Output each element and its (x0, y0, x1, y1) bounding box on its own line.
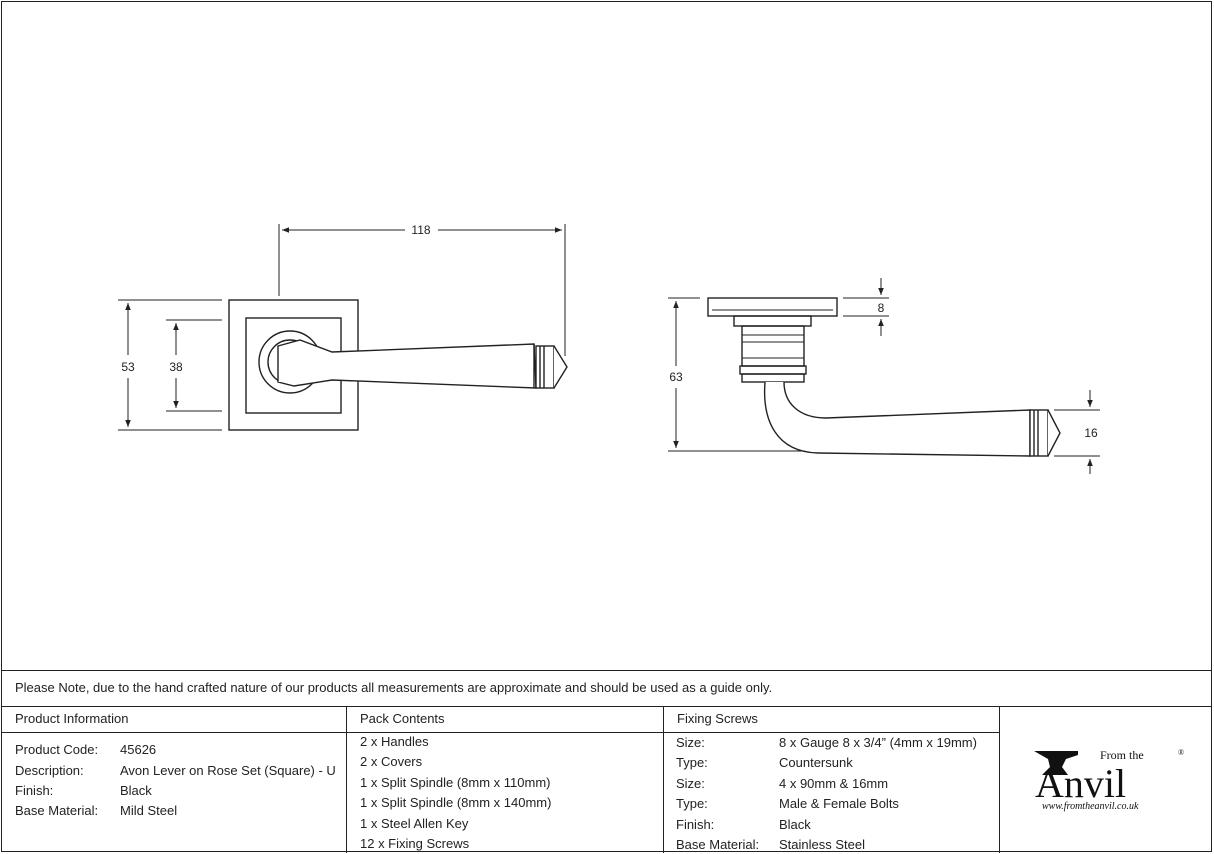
side-lever-point (1047, 409, 1061, 457)
pack-item: 2 x Covers (360, 754, 423, 769)
lever-tip-point (553, 345, 568, 389)
screw-type-value: Countersunk (779, 755, 853, 770)
pack-item: 12 x Fixing Screws (360, 836, 470, 851)
screw-material-label: Base Material: (676, 837, 760, 852)
screw-finish-label: Finish: (676, 817, 715, 832)
dim-side-height-label: 63 (669, 370, 683, 384)
side-rose-plate (707, 297, 838, 317)
side-neck-base (739, 365, 807, 375)
technical-drawing: 118 53 38 (118, 223, 1100, 474)
screw-size-label: Size: (676, 735, 705, 750)
logo-anvil-word: Anvil (1035, 761, 1126, 806)
description-label: Description: (15, 763, 84, 778)
base-material-label: Base Material: (15, 803, 99, 818)
bolt-type-label: Type: (676, 796, 708, 811)
pack-item: 2 x Handles (360, 734, 429, 749)
side-lever-collar (1029, 409, 1049, 457)
from-the-anvil-logo: From the ® Anvil www.fromtheanvil.co.uk (1034, 748, 1184, 812)
product-information-heading: Product Information (15, 711, 129, 726)
base-material-value: Mild Steel (120, 803, 178, 818)
bolt-size-label: Size: (676, 776, 705, 791)
front-dimensions (118, 224, 566, 431)
col-divider-3 (999, 706, 1000, 853)
lever-tip-collar (535, 345, 555, 389)
dim-tip-label: 16 (1084, 426, 1098, 440)
bolt-type-value: Male & Female Bolts (779, 796, 899, 811)
side-neck-foot (741, 373, 805, 383)
dim-outer-height-label: 53 (121, 360, 135, 374)
product-code-value: 45626 (120, 742, 157, 757)
anvil-icon (1034, 751, 1078, 775)
table-top-rule (1, 670, 1212, 671)
note-rule (1, 706, 1212, 707)
pack-item: 1 x Split Spindle (8mm x 110mm) (360, 775, 551, 790)
dim-width-label: 118 (411, 223, 430, 237)
side-lever-body (763, 381, 1031, 457)
logo-from-the: From the (1100, 748, 1144, 762)
measurement-note: Please Note, due to the hand crafted nat… (15, 680, 773, 695)
screw-type-label: Type: (676, 755, 708, 770)
dim-inner-height-label: 38 (169, 360, 183, 374)
description-value: Avon Lever on Rose Set (Square) - U (120, 763, 336, 778)
col-divider-2 (663, 706, 664, 853)
pack-item: 1 x Split Spindle (8mm x 140mm) (360, 795, 552, 810)
side-neck (741, 325, 805, 367)
screw-material-value: Stainless Steel (779, 837, 865, 852)
side-view (707, 297, 1061, 457)
logo-url: www.fromtheanvil.co.uk (1042, 801, 1139, 812)
col-divider-1 (346, 706, 347, 853)
screw-finish-value: Black (779, 817, 811, 832)
pack-item: 1 x Steel Allen Key (360, 816, 469, 831)
finish-value: Black (120, 783, 152, 798)
screw-size-value: 8 x Gauge 8 x 3/4” (4mm x 19mm) (779, 735, 977, 750)
fixing-screws-heading: Fixing Screws (677, 711, 758, 726)
dim-rose-thickness-label: 8 (878, 301, 885, 315)
lever-tip-rings (539, 346, 545, 388)
header-rule (1, 732, 999, 733)
side-dimensions (668, 278, 1100, 474)
logo-registered-mark: ® (1178, 748, 1184, 757)
bolt-size-value: 4 x 90mm & 16mm (779, 776, 889, 791)
finish-label: Finish: (15, 783, 54, 798)
product-code-label: Product Code: (15, 742, 99, 757)
front-view (228, 299, 568, 431)
pack-contents-heading: Pack Contents (360, 711, 445, 726)
side-rose-step (733, 315, 812, 327)
lever-body (277, 339, 537, 389)
